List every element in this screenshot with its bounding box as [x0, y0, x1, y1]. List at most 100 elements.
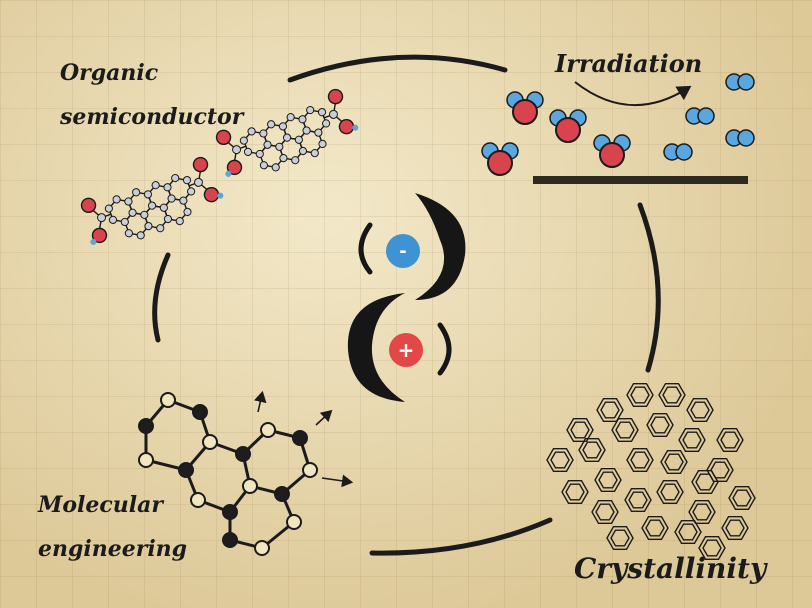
- crystal-ring: [626, 383, 654, 407]
- molecule-upper: [215, 88, 359, 177]
- crystal-ring-inner: [570, 421, 590, 439]
- filled-node: [274, 486, 290, 502]
- filled-node: [292, 430, 308, 446]
- open-node: [202, 434, 218, 450]
- crystal-ring-inner: [660, 483, 680, 501]
- crystal-ring-inner: [630, 386, 650, 404]
- hydrogen-atom: [737, 129, 755, 147]
- filled-node: [235, 446, 251, 462]
- carbon-atom: [232, 145, 242, 155]
- carbon-atom: [322, 119, 331, 128]
- carbon-atom: [159, 203, 168, 212]
- oxygen-atom: [226, 159, 243, 176]
- carbon-atom: [151, 181, 160, 190]
- open-node: [260, 422, 276, 438]
- carbon-atom: [104, 204, 113, 213]
- bond: [101, 213, 112, 219]
- label-irradiation: Irradiation: [554, 49, 702, 78]
- crystal-ring-inner: [725, 519, 745, 537]
- oxygen-atom: [327, 88, 344, 105]
- carbon-atom: [310, 148, 319, 158]
- cycle-arc-left: [152, 252, 171, 343]
- crystal-ring: [691, 470, 719, 494]
- catalyst-surface-bar: [533, 176, 748, 184]
- crystal-ring: [561, 480, 589, 504]
- oxygen-atom: [555, 117, 581, 143]
- carbon-atom: [128, 208, 137, 217]
- carbon-atom: [175, 216, 184, 226]
- crescent-upper-large: [415, 193, 466, 300]
- carbon-atom: [259, 161, 269, 170]
- crystal-ring: [626, 448, 654, 472]
- molecule-lower: [80, 156, 224, 245]
- carbon-atom: [108, 215, 118, 224]
- oxygen-atom: [599, 142, 625, 168]
- carbon-atom: [275, 142, 284, 151]
- filled-node: [138, 418, 154, 434]
- carbon-atom: [271, 163, 280, 172]
- filled-node: [192, 404, 208, 420]
- carbon-atom: [239, 136, 248, 145]
- filled-node: [222, 504, 238, 520]
- crystal-ring: [611, 418, 639, 442]
- crystal-ring: [594, 468, 622, 492]
- carbon-atom: [147, 201, 157, 210]
- hydrogen-atom: [352, 124, 359, 131]
- crystal-ring-inner: [615, 421, 635, 439]
- carbon-atom: [302, 126, 311, 135]
- carbon-atom: [318, 139, 327, 148]
- oxygen-atom: [91, 227, 108, 244]
- label-semiconductor: semiconductor: [59, 104, 245, 130]
- crystal-ring-inner: [695, 473, 715, 491]
- carbon-atom: [179, 196, 188, 205]
- crystal-ring-inner: [645, 519, 665, 537]
- filled-node: [222, 532, 238, 548]
- oxygen-atom: [512, 99, 538, 125]
- carbon-atom: [124, 229, 134, 238]
- crystal-ring: [566, 418, 594, 442]
- positive-charge-circle: [389, 333, 423, 367]
- charge-separation: - +: [347, 193, 466, 402]
- cycle-arc-top: [287, 54, 508, 83]
- oxygen-atom: [203, 186, 220, 203]
- crystal-ring-inner: [678, 523, 698, 541]
- crystal-ring: [716, 428, 744, 452]
- carbon-atom: [163, 183, 172, 192]
- carbon-atom: [143, 190, 153, 199]
- carbon-atom: [132, 188, 141, 197]
- open-node: [160, 392, 176, 408]
- open-node: [242, 478, 258, 494]
- carbon-atom: [278, 122, 288, 131]
- carbon-atom: [314, 128, 323, 137]
- label-engineering: engineering: [38, 536, 187, 562]
- carbon-atom: [97, 213, 107, 223]
- carbon-atom: [279, 154, 288, 163]
- growth-arrow: [254, 390, 267, 413]
- negative-charge-circle: [386, 234, 420, 268]
- crystal-ring: [660, 450, 688, 474]
- crystal-ring: [728, 486, 756, 510]
- crystal-ring-inner: [650, 416, 670, 434]
- hydrogen-atom: [737, 73, 755, 91]
- label-crystallinity: Crystallinity: [574, 552, 768, 585]
- filled-node: [178, 462, 194, 478]
- crystal-ring-inner: [595, 503, 615, 521]
- crescent-lower-large: [347, 293, 405, 402]
- crystal-ring: [686, 398, 714, 422]
- oxygen-atom: [192, 156, 209, 173]
- open-node: [138, 452, 154, 468]
- carbon-atom: [294, 135, 303, 144]
- hydrogen-atom: [90, 238, 97, 245]
- hydrogen-atom: [217, 192, 224, 199]
- molecular-engineering-network: [138, 390, 354, 556]
- crystal-ring: [688, 500, 716, 524]
- crystal-ring-inner: [720, 431, 740, 449]
- crescent-lower-small: [437, 322, 452, 376]
- water-molecules: [481, 73, 755, 176]
- open-node: [302, 462, 318, 478]
- carbon-atom: [282, 133, 292, 142]
- carbon-atom: [291, 156, 300, 165]
- crystal-ring-inner: [565, 483, 585, 501]
- crystal-ring-inner: [630, 451, 650, 469]
- crystal-ring-inner: [598, 471, 618, 489]
